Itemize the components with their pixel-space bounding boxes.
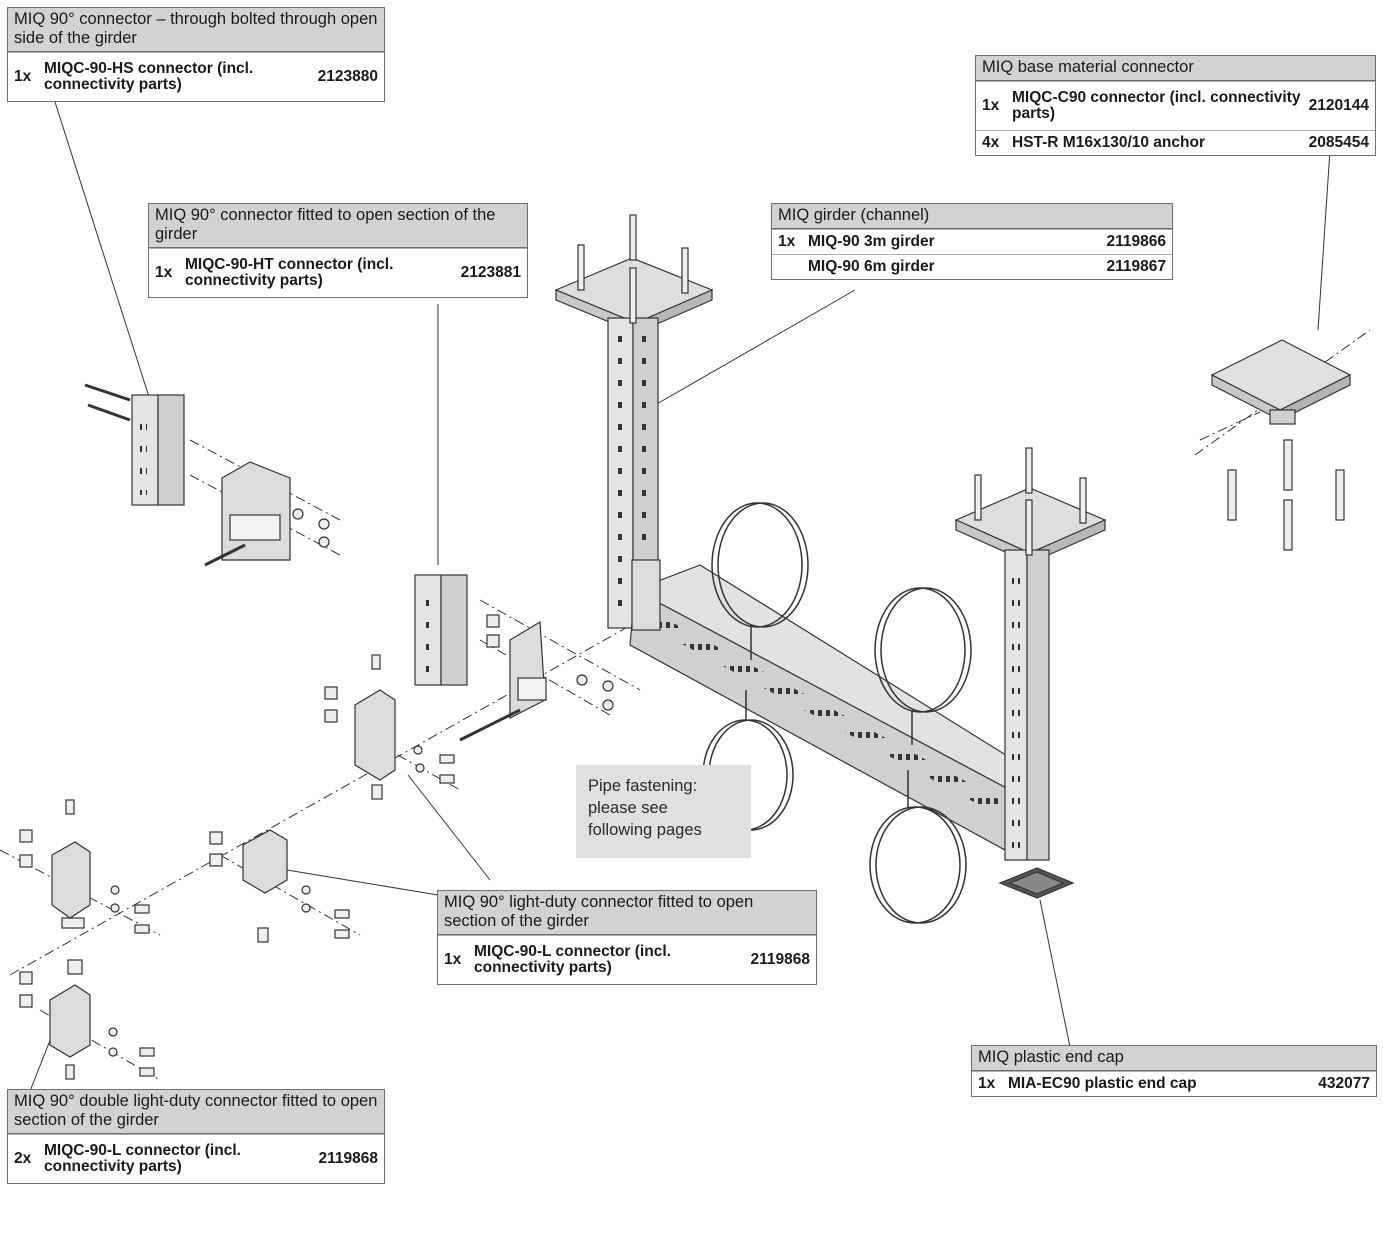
part-number: 2120144: [1308, 97, 1369, 114]
callout-title: MIQ base material connector: [976, 56, 1375, 81]
part-quantity: 1x: [778, 233, 796, 250]
part-row: 1x MIA-EC90 plastic end cap 432077: [972, 1071, 1376, 1096]
part-number: 2119868: [318, 1150, 379, 1167]
part-row: 1x MIQ-90 3m girder 2119866: [772, 229, 1172, 254]
part-row: MIQ-90 6m girder 2119867: [772, 254, 1172, 279]
callout-plastic-end-cap: MIQ plastic end cap 1x MIA-EC90 plastic …: [971, 1045, 1377, 1097]
part-row: 4x HST-R M16x130/10 anchor 2085454: [976, 130, 1375, 155]
horizontal-girder: [629, 559, 1031, 851]
end-cap: [998, 867, 1075, 899]
part-name: MIQ-90 3m girder: [808, 233, 935, 250]
note-line: please see: [588, 799, 668, 817]
part-number: 2123881: [460, 264, 521, 281]
part-number: 432077: [1318, 1075, 1370, 1092]
callout-title: MIQ 90° connector – through bolted throu…: [8, 8, 384, 52]
callout-title: MIQ 90° double light-duty connector fitt…: [8, 1090, 384, 1134]
part-row: 2x MIQC-90-L connector (incl. connectivi…: [8, 1134, 384, 1183]
part-quantity: 1x: [444, 951, 462, 968]
callout-fitted-open-connector: MIQ 90° connector fitted to open section…: [148, 203, 528, 298]
part-row: 1x MIQC-90-HT connector (incl. connectiv…: [149, 248, 527, 297]
part-quantity: 1x: [155, 264, 173, 281]
pipe-fastening-note: Pipe fastening: please see following pag…: [576, 765, 751, 858]
leader-lines: [29, 101, 1331, 1092]
vertical-girder-right: [954, 447, 1107, 861]
l-connector-parts-2: [209, 829, 350, 943]
ht-connector-parts: [414, 574, 614, 742]
callout-title: MIQ plastic end cap: [972, 1046, 1376, 1071]
part-number: 2119866: [1106, 233, 1167, 250]
part-name: MIQC-C90 connector (incl. connectivity p…: [1012, 89, 1301, 122]
hs-connector-parts: [84, 383, 330, 567]
double-l-connector-parts: [19, 799, 155, 1080]
part-name: MIQC-90-HS connector (incl. connectivity…: [44, 60, 254, 93]
note-line: following pages: [588, 821, 702, 839]
callout-title: MIQ 90° connector fitted to open section…: [149, 204, 527, 248]
note-line: Pipe fastening:: [588, 777, 698, 795]
callout-title: MIQ 90° light-duty connector fitted to o…: [438, 891, 816, 935]
callout-light-duty-connector: MIQ 90° light-duty connector fitted to o…: [437, 890, 817, 985]
part-row: 1x MIQC-C90 connector (incl. connectivit…: [976, 81, 1375, 130]
part-quantity: 1x: [978, 1075, 996, 1092]
part-name: MIQC-90-L connector (incl. connectivity …: [44, 1142, 241, 1175]
part-row: 1x MIQC-90-L connector (incl. connectivi…: [438, 935, 816, 984]
part-number: 2119868: [750, 951, 811, 968]
base-material-connector: [1210, 339, 1352, 551]
callout-title: MIQ girder (channel): [772, 204, 1172, 229]
callout-base-material-connector: MIQ base material connector 1x MIQC-C90 …: [975, 55, 1376, 156]
part-name: MIQC-90-L connector (incl. connectivity …: [474, 943, 671, 976]
part-quantity: 2x: [14, 1150, 32, 1167]
callout-through-bolted-connector: MIQ 90° connector – through bolted throu…: [7, 7, 385, 102]
part-name: MIQ-90 6m girder: [808, 258, 935, 275]
l-connector-parts: [324, 654, 455, 800]
part-number: 2123880: [317, 68, 378, 85]
part-name: MIQC-90-HT connector (incl. connectivity…: [185, 256, 394, 289]
part-name: MIA-EC90 plastic end cap: [1008, 1075, 1197, 1092]
part-number: 2119867: [1106, 258, 1167, 275]
part-row: 1x MIQC-90-HS connector (incl. connectiv…: [8, 52, 384, 101]
part-quantity: 4x: [982, 134, 1000, 151]
part-quantity: 1x: [14, 68, 32, 85]
callout-double-light-duty-connector: MIQ 90° double light-duty connector fitt…: [7, 1089, 385, 1184]
part-name: HST-R M16x130/10 anchor: [1012, 134, 1205, 151]
callout-girder: MIQ girder (channel) 1x MIQ-90 3m girder…: [771, 203, 1173, 280]
part-quantity: 1x: [982, 97, 1000, 114]
part-number: 2085454: [1308, 134, 1369, 151]
